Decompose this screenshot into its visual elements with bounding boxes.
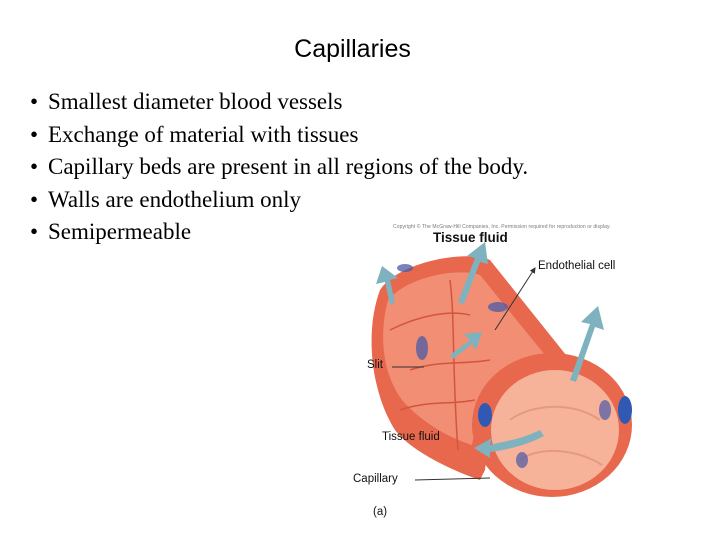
capillary-illustration [371,242,632,497]
label-tissue-fluid-top: Tissue fluid [433,230,508,245]
label-panel: (a) [373,506,388,518]
nucleus [478,403,492,427]
bullet-item: • Smallest diameter blood vessels [30,86,528,119]
label-endothelial-cell: Endothelial cell [538,260,616,272]
fluid-arrow [458,242,488,304]
bullet-item: • Exchange of material with tissues [30,119,528,152]
capillary-lumen [491,370,619,490]
bullet-dot: • [30,154,39,179]
nucleus [599,400,611,420]
fluid-arrow [376,266,398,305]
bullet-list: • Smallest diameter blood vessels • Exchan… [30,86,528,249]
bullet-dot: • [30,219,39,244]
nucleus [516,452,528,468]
nucleus [416,336,428,360]
bullet-text: Smallest diameter blood vessels [48,89,343,114]
label-capillary: Capillary [353,473,398,485]
bullet-text: Exchange of material with tissues [48,121,359,147]
nucleus [618,396,632,424]
slide-title: Capillaries [294,35,411,63]
bullet-dot: • [30,89,39,114]
copyright-notice: Copyright © The McGraw-Hill Companies, I… [393,224,611,230]
nucleus [488,302,508,312]
bullet-text: Semipermeable [48,219,192,244]
bullet-text: Walls are endothelium only [48,186,301,212]
bullet-text: Capillary beds are present in all region… [48,154,529,179]
bullet-item: • Semipermeable [30,216,528,249]
fluid-arrow [474,430,544,458]
capillary-figure: Copyright © The McGraw-Hill Companies, I… [340,220,720,540]
bullet-dot: • [30,186,39,212]
label-tissue-fluid-bottom: Tissue fluid [382,431,440,443]
bullet-item: • Capillary beds are present in all regio… [30,151,528,184]
bullet-item: • Walls are endothelium only [30,184,528,217]
bullet-dot: • [30,121,39,147]
label-slit: Slit [367,359,383,371]
fluid-arrow [450,332,482,359]
fluid-arrow [570,306,604,382]
nucleus [397,264,413,272]
